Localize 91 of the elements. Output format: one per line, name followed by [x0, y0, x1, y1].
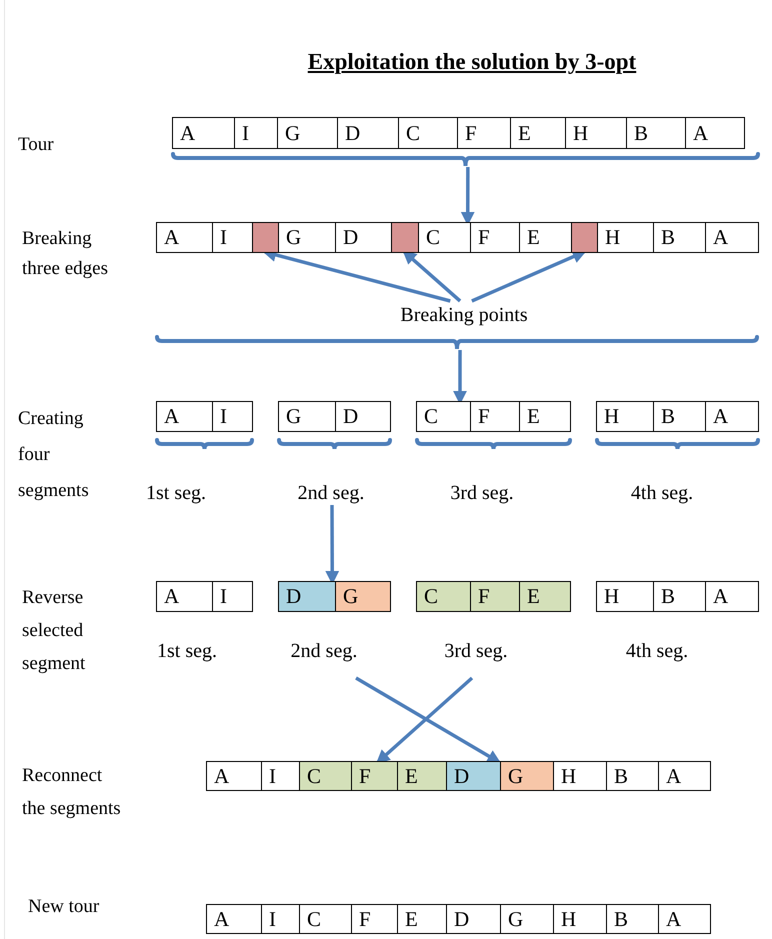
city-cell: C: [299, 905, 351, 933]
city-cell: H: [553, 762, 606, 790]
city-cell: H: [597, 223, 653, 252]
city-cell: B: [653, 223, 705, 252]
city-cell: G: [500, 905, 553, 933]
city-cell: A: [658, 905, 710, 933]
city-cell: F: [457, 118, 510, 148]
sequence-box: [596, 581, 759, 612]
text-label: 4th seg.: [612, 480, 712, 505]
text-label: 1st seg.: [137, 638, 237, 663]
city-cell: B: [606, 762, 658, 790]
text-label: 3rd seg.: [432, 480, 532, 505]
city-cell: D: [279, 582, 335, 611]
city-cell: A: [705, 223, 758, 252]
city-cell: B: [653, 582, 705, 611]
text-label: Breaking points: [366, 301, 562, 329]
row-label: Reverse selected segment: [22, 586, 86, 676]
city-cell: I: [212, 402, 252, 431]
row-label: Tour: [18, 133, 55, 157]
text-label: 2nd seg.: [274, 638, 374, 663]
text-label: 2nd seg.: [281, 480, 381, 505]
city-cell: G: [279, 402, 335, 431]
breaking-point-cell: [391, 223, 418, 252]
city-cell: F: [470, 582, 519, 611]
city-cell: B: [653, 402, 705, 431]
arrow: [376, 676, 474, 764]
city-cell: C: [418, 223, 470, 252]
city-cell: E: [519, 582, 570, 611]
city-cell: A: [207, 762, 261, 790]
city-cell: D: [337, 118, 398, 148]
sequence-box: [596, 401, 759, 432]
sequence-box: [156, 581, 253, 612]
city-cell: E: [397, 762, 446, 790]
city-cell: D: [335, 402, 390, 431]
city-cell: G: [277, 118, 337, 148]
sequence-box: [156, 222, 759, 253]
city-cell: A: [207, 905, 261, 933]
city-cell: H: [597, 402, 653, 431]
row-label: Breaking three edges: [22, 227, 109, 281]
sequence-box: [278, 581, 391, 612]
city-cell: C: [417, 402, 470, 431]
sequence-box: [416, 581, 571, 612]
city-cell: G: [335, 582, 390, 611]
city-cell: A: [658, 762, 710, 790]
city-cell: E: [510, 118, 565, 148]
sequence-box: [206, 904, 711, 934]
city-cell: A: [705, 402, 758, 431]
sequence-box: [172, 117, 745, 149]
breaking-point-cell: [252, 223, 278, 252]
city-cell: I: [212, 582, 252, 611]
city-cell: A: [685, 118, 744, 148]
city-cell: F: [470, 402, 519, 431]
row-label: New tour: [28, 895, 100, 919]
city-cell: C: [417, 582, 470, 611]
sequence-box: [156, 401, 253, 432]
city-cell: I: [234, 118, 277, 148]
city-cell: H: [597, 582, 653, 611]
city-cell: D: [446, 762, 500, 790]
city-cell: F: [351, 905, 397, 933]
city-cell: A: [157, 582, 212, 611]
city-cell: I: [261, 905, 299, 933]
city-cell: H: [565, 118, 626, 148]
row-label: Creating four segments: [18, 407, 90, 503]
city-cell: A: [157, 402, 212, 431]
arrow: [355, 676, 502, 764]
city-cell: A: [705, 582, 758, 611]
bracket: [171, 152, 760, 167]
city-cell: F: [470, 223, 519, 252]
text-label: 3rd seg.: [426, 638, 526, 663]
sequence-box: [278, 401, 391, 432]
city-cell: E: [519, 402, 570, 431]
row-label: Reconnect the segments: [22, 764, 122, 821]
city-cell: B: [606, 905, 658, 933]
city-cell: A: [173, 118, 234, 148]
breaking-point-cell: [571, 223, 597, 252]
title: Exploitation the solution by 3-opt: [306, 48, 638, 76]
text-label: 1st seg.: [126, 480, 226, 505]
city-cell: D: [446, 905, 500, 933]
city-cell: F: [351, 762, 397, 790]
city-cell: G: [500, 762, 553, 790]
city-cell: C: [299, 762, 351, 790]
city-cell: A: [157, 223, 212, 252]
text-label: 4th seg.: [607, 638, 707, 663]
city-cell: B: [626, 118, 685, 148]
bracket: [155, 335, 759, 350]
sequence-box: [416, 401, 571, 432]
city-cell: E: [397, 905, 446, 933]
sequence-box: [206, 761, 711, 791]
city-cell: C: [398, 118, 457, 148]
city-cell: H: [553, 905, 606, 933]
city-cell: G: [278, 223, 335, 252]
